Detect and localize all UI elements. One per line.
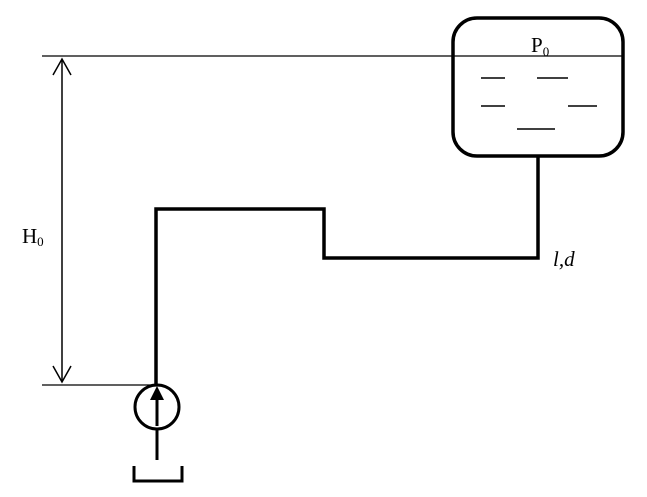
height-label: H0 (22, 224, 44, 249)
tank-liquid-marks (481, 77, 597, 130)
lower-reservoir (132, 466, 184, 483)
pipe-parameters-label: l,d (553, 247, 575, 271)
pipeline (154, 156, 540, 385)
pump (133, 383, 181, 431)
height-dimension-arrow (52, 57, 72, 384)
tank-pressure-label: P0 (531, 33, 549, 59)
